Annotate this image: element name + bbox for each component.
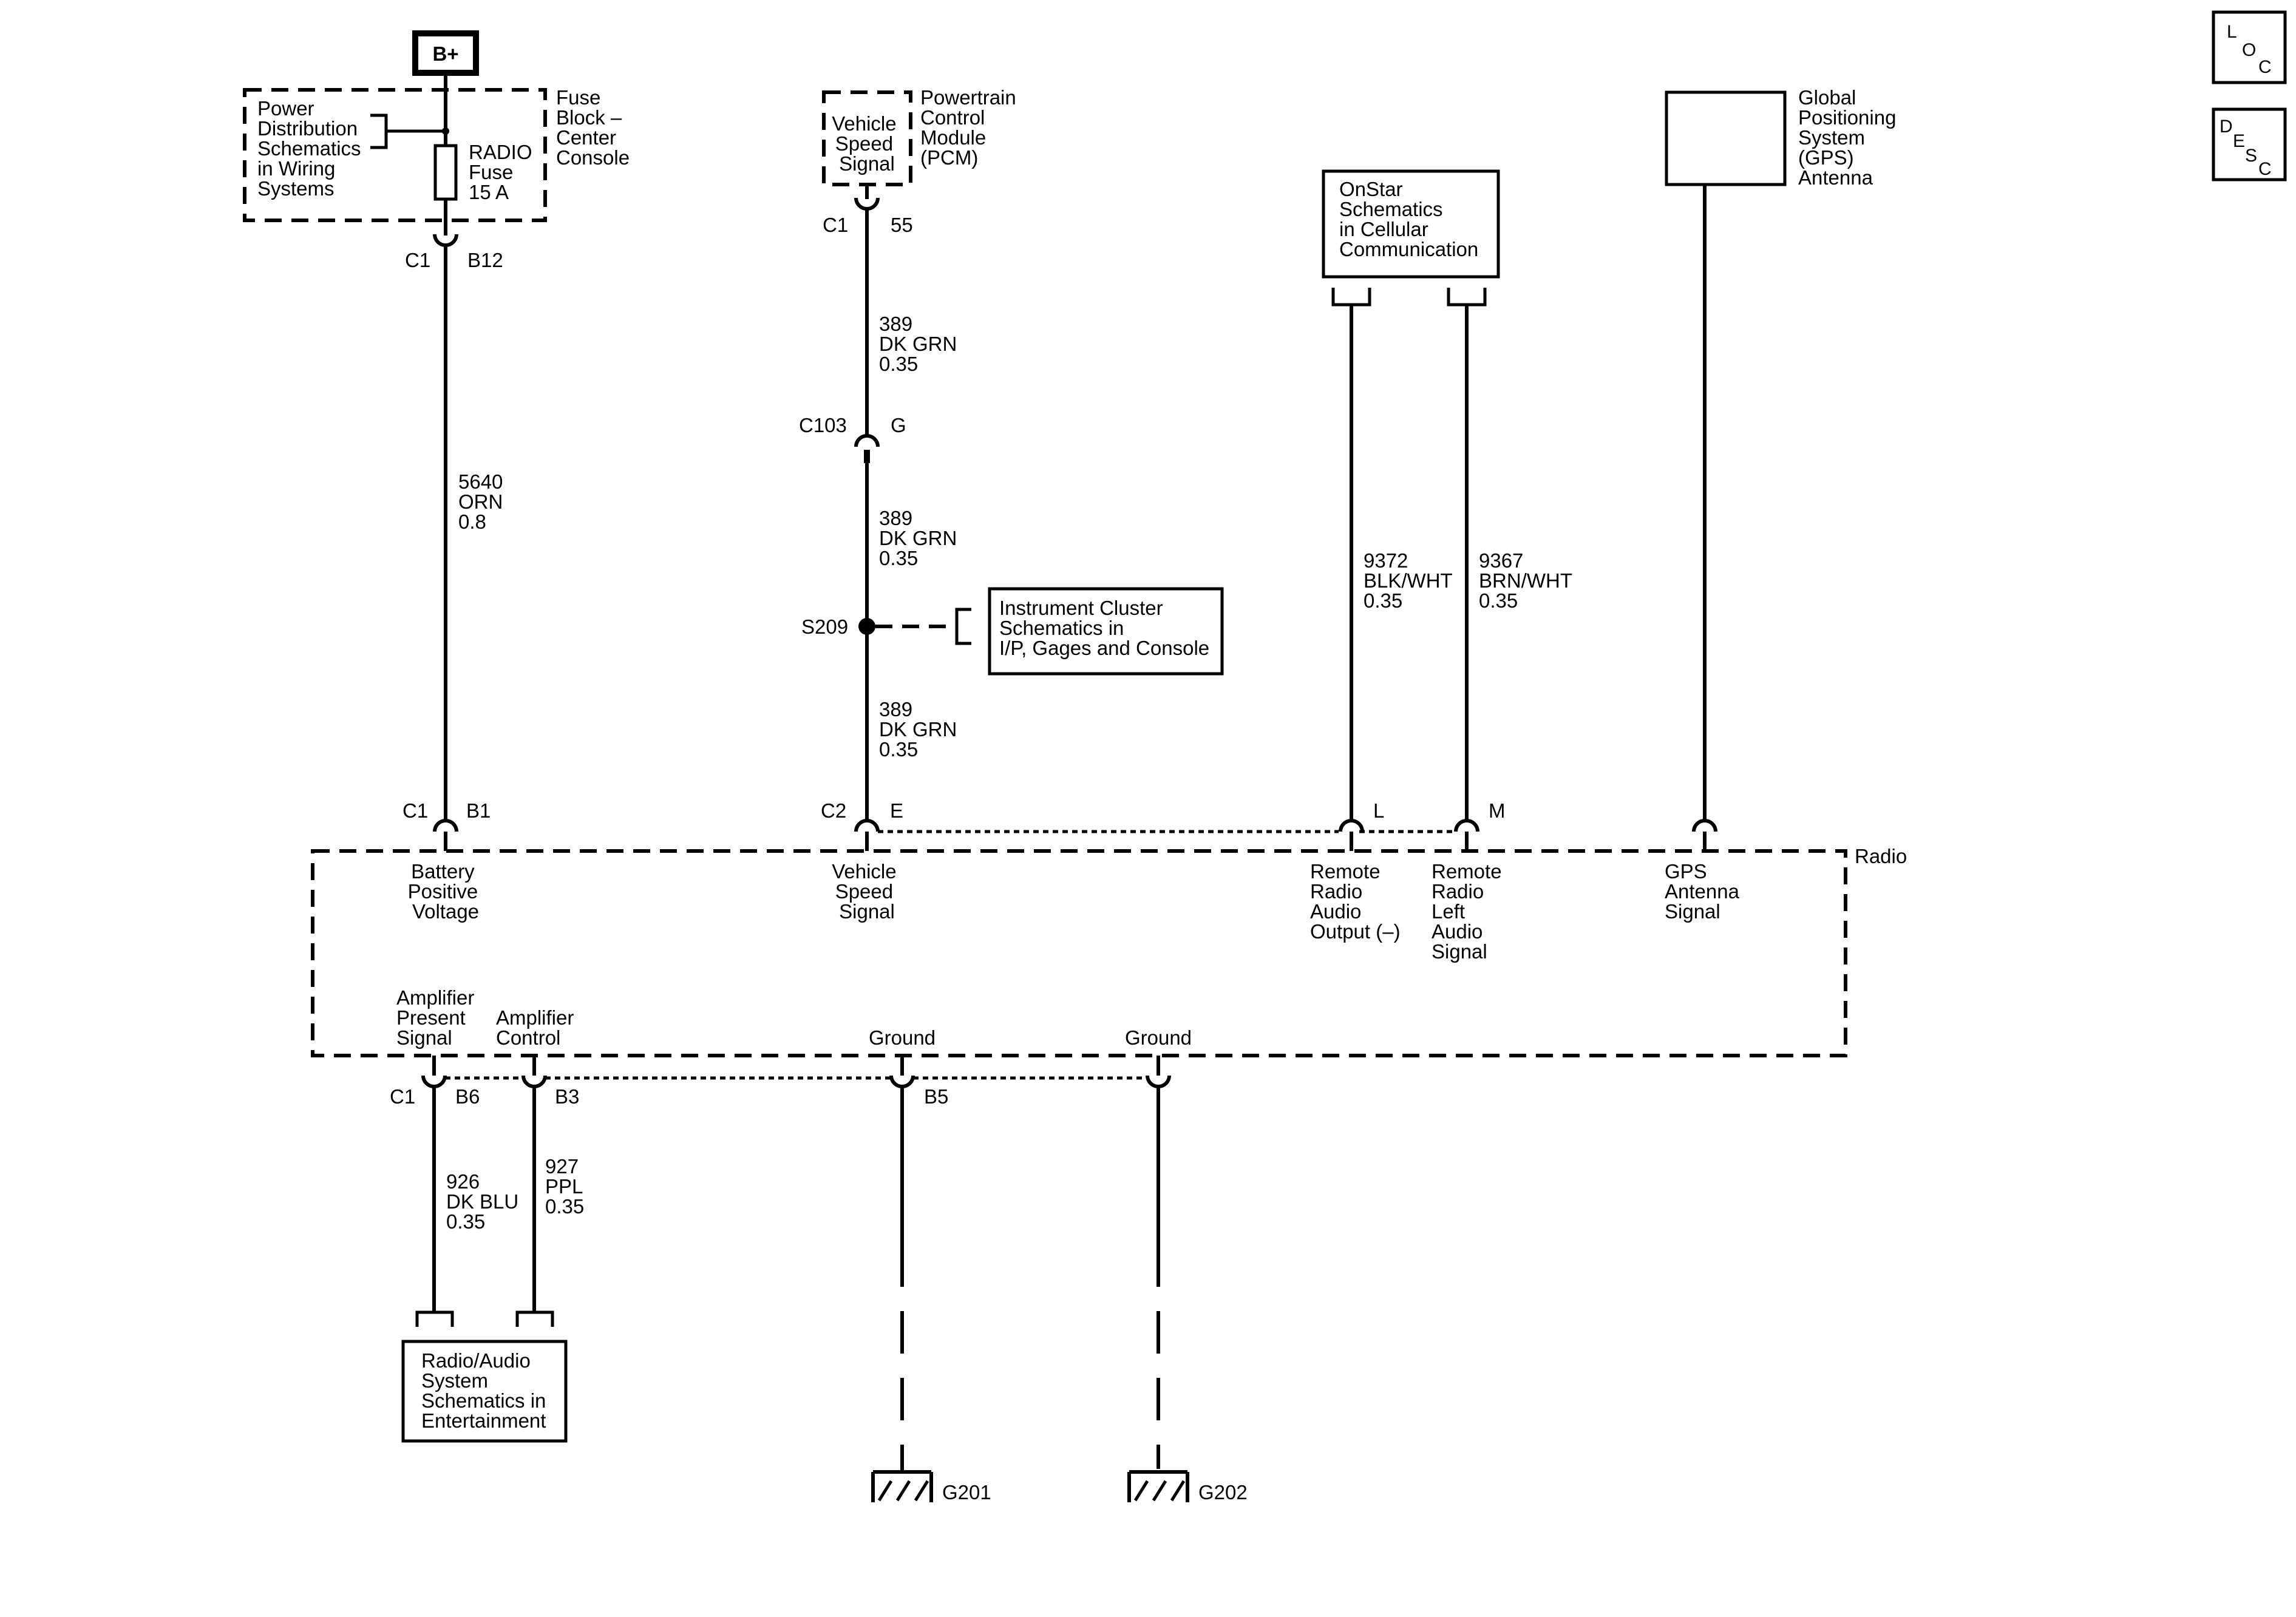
wire-926-label: 926 DK BLU 0.35	[446, 1170, 524, 1233]
conn-c1-label: C1	[405, 249, 430, 271]
loc-icon	[2212, 10, 2287, 84]
radio-audio-box	[401, 1340, 568, 1443]
pin-amp-control-label: Amplifier Control	[496, 1006, 580, 1049]
pin-remote-left-label: Remote Radio Left Audio Signal	[1432, 860, 1507, 963]
conn-b3-label: B3	[555, 1085, 579, 1108]
radio-audio-label: Radio/Audio System Schematics in Enterta…	[421, 1349, 552, 1432]
connector-c1-b1	[433, 819, 458, 832]
connector-b3	[521, 1075, 547, 1088]
svg-text:S: S	[2245, 146, 2257, 166]
svg-text:E: E	[2233, 131, 2245, 151]
conn-e-label: E	[890, 799, 903, 822]
connector-c2-e	[854, 819, 880, 832]
amp-terminal-926	[415, 1310, 454, 1327]
pin-battery-label: Battery Positive Voltage	[408, 860, 484, 923]
svg-text:D: D	[2220, 117, 2233, 137]
vss-source-label: Vehicle Speed Signal	[832, 112, 902, 175]
amp-terminal-927	[515, 1310, 554, 1327]
conn-pcm-c1-label: C1	[823, 214, 848, 236]
connector-ground2	[1146, 1075, 1171, 1088]
pin-ground1-label: Ground	[869, 1026, 936, 1049]
conn-l-label: L	[1373, 799, 1384, 822]
instrument-cluster-box	[988, 587, 1224, 676]
pin-vss-label: Vehicle Speed Signal	[832, 860, 902, 923]
fuse-block-label: Fuse Block – Center Console	[556, 86, 630, 169]
svg-text:L: L	[2227, 22, 2237, 42]
pcm-label: Powertrain Control Module (PCM)	[920, 86, 1022, 169]
wire-389-a-label: 389 DK GRN 0.35	[879, 313, 963, 375]
ground-g202-icon	[1127, 1470, 1189, 1502]
power-distribution-label: Power Distribution Schematics in Wiring …	[257, 97, 367, 200]
instrument-cluster-label: Instrument Cluster Schematics in I/P, Ga…	[999, 597, 1209, 659]
conn-c103-label: C103	[799, 414, 847, 436]
gps-antenna-box	[1665, 90, 1787, 186]
wire-5640-label: 5640 ORN 0.8	[458, 470, 509, 533]
splice-s209	[858, 618, 875, 635]
radio-module-outline	[311, 849, 1847, 1057]
svg-text:C: C	[2258, 159, 2272, 179]
onstar-terminal-m	[1447, 288, 1487, 307]
pin-ground2-label: Ground	[1125, 1026, 1192, 1049]
radio-title: Radio	[1855, 845, 1907, 867]
wire-9367-label: 9367 BRN/WHT 0.35	[1479, 549, 1578, 612]
connector-c103	[854, 434, 880, 447]
loc-button[interactable]: L O C	[2212, 10, 2287, 84]
distribution-bracket	[370, 114, 388, 149]
connector-b5	[889, 1075, 915, 1088]
svg-text:C: C	[2258, 57, 2272, 77]
conn-pcm-55-label: 55	[891, 214, 913, 236]
connector-m	[1454, 819, 1479, 832]
conn-c103-g-label: G	[891, 414, 906, 436]
onstar-box	[1322, 169, 1500, 279]
ground-g201-label: G201	[942, 1481, 991, 1503]
conn-c1-b1-p-label: B1	[466, 799, 491, 822]
ground-g201-icon	[871, 1469, 933, 1502]
onstar-terminal-l	[1331, 288, 1371, 307]
conn-bottom-c1-label: C1	[390, 1085, 415, 1108]
conn-b12-label: B12	[467, 249, 503, 271]
pin-amp-present-label: Amplifier Present Signal	[396, 986, 480, 1049]
radio-fuse-icon	[433, 144, 458, 201]
svg-text:O: O	[2242, 40, 2256, 60]
pin-gps-label: GPS Antenna Signal	[1665, 860, 1745, 923]
conn-b5-label: B5	[924, 1085, 948, 1108]
bplus-label: B+	[432, 42, 458, 65]
connector-gps	[1692, 819, 1717, 832]
desc-icon	[2212, 107, 2287, 181]
ground-g202-label: G202	[1198, 1481, 1248, 1503]
fuse-block-outline	[243, 88, 547, 222]
conn-m-label: M	[1489, 799, 1506, 822]
connector-b6	[421, 1075, 447, 1088]
onstar-label: OnStar Schematics in Cellular Communicat…	[1339, 178, 1478, 260]
pin-remote-output-label: Remote Radio Audio Output (–)	[1310, 860, 1401, 943]
wire-927-label: 927 PPL 0.35	[545, 1155, 588, 1218]
wire-389-b-label: 389 DK GRN 0.35	[879, 507, 963, 569]
conn-c2-label: C2	[821, 799, 846, 822]
connector-c1-55	[854, 197, 880, 211]
cluster-bracket	[955, 608, 971, 645]
connector-c1-b12	[433, 234, 458, 247]
connector-l	[1339, 819, 1364, 832]
wire-9372-label: 9372 BLK/WHT 0.35	[1364, 549, 1458, 612]
desc-button[interactable]: D E S C	[2212, 107, 2287, 181]
radio-fuse-label: RADIO Fuse 15 A	[469, 141, 538, 203]
splice-s209-label: S209	[801, 615, 848, 638]
wire-389-c-label: 389 DK GRN 0.35	[879, 698, 963, 761]
gps-antenna-label: Global Positioning System (GPS) Antenna	[1798, 86, 1902, 189]
conn-c1-b1-c-label: C1	[402, 799, 428, 822]
conn-b6-label: B6	[455, 1085, 480, 1108]
